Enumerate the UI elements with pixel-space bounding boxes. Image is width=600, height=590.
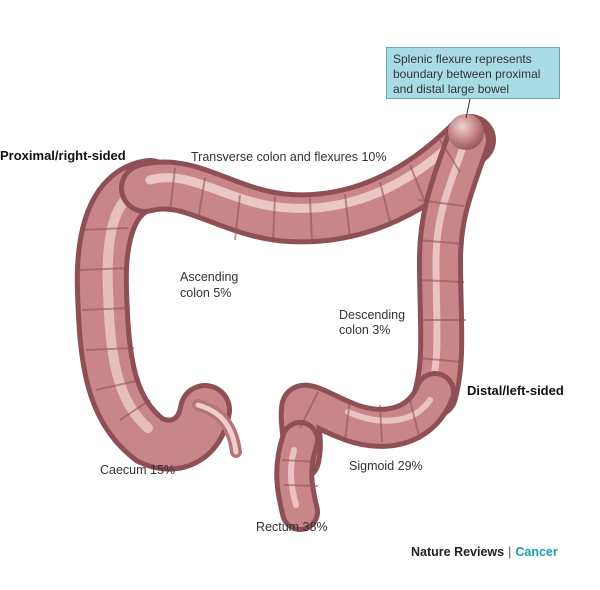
- splenic-flexure-callout: Splenic flexure represents boundary betw…: [386, 47, 560, 99]
- proximal-region-label: Proximal/right-sided: [0, 148, 126, 163]
- ascending-colon: [102, 185, 205, 445]
- ascending-label-line1: Ascending: [180, 270, 238, 285]
- descending-label-line2: colon 3%: [339, 323, 390, 338]
- descending-label-line1: Descending: [339, 308, 405, 323]
- sigmoid-label: Sigmoid 29%: [349, 459, 423, 474]
- splenic-flexure: [448, 114, 484, 150]
- callout-line3: and distal large bowel: [393, 82, 553, 97]
- distal-region-label: Distal/left-sided: [467, 383, 564, 398]
- journal-section: Cancer: [515, 545, 557, 559]
- callout-line1: Splenic flexure represents: [393, 52, 553, 67]
- transverse-colon: [145, 134, 470, 218]
- journal-credit: Nature Reviews | Cancer: [411, 545, 558, 559]
- rectum-label: Rectum 38%: [256, 520, 328, 535]
- journal-name: Nature Reviews: [411, 545, 504, 559]
- ascending-label-line2: colon 5%: [180, 286, 231, 301]
- callout-line2: boundary between proximal: [393, 67, 553, 82]
- descending-colon: [432, 140, 468, 395]
- caecum-label: Caecum 15%: [100, 463, 175, 478]
- sigmoid-colon: [300, 392, 435, 460]
- transverse-label: Transverse colon and flexures 10%: [191, 150, 386, 165]
- rectum: [291, 440, 300, 512]
- credit-separator: |: [508, 545, 511, 559]
